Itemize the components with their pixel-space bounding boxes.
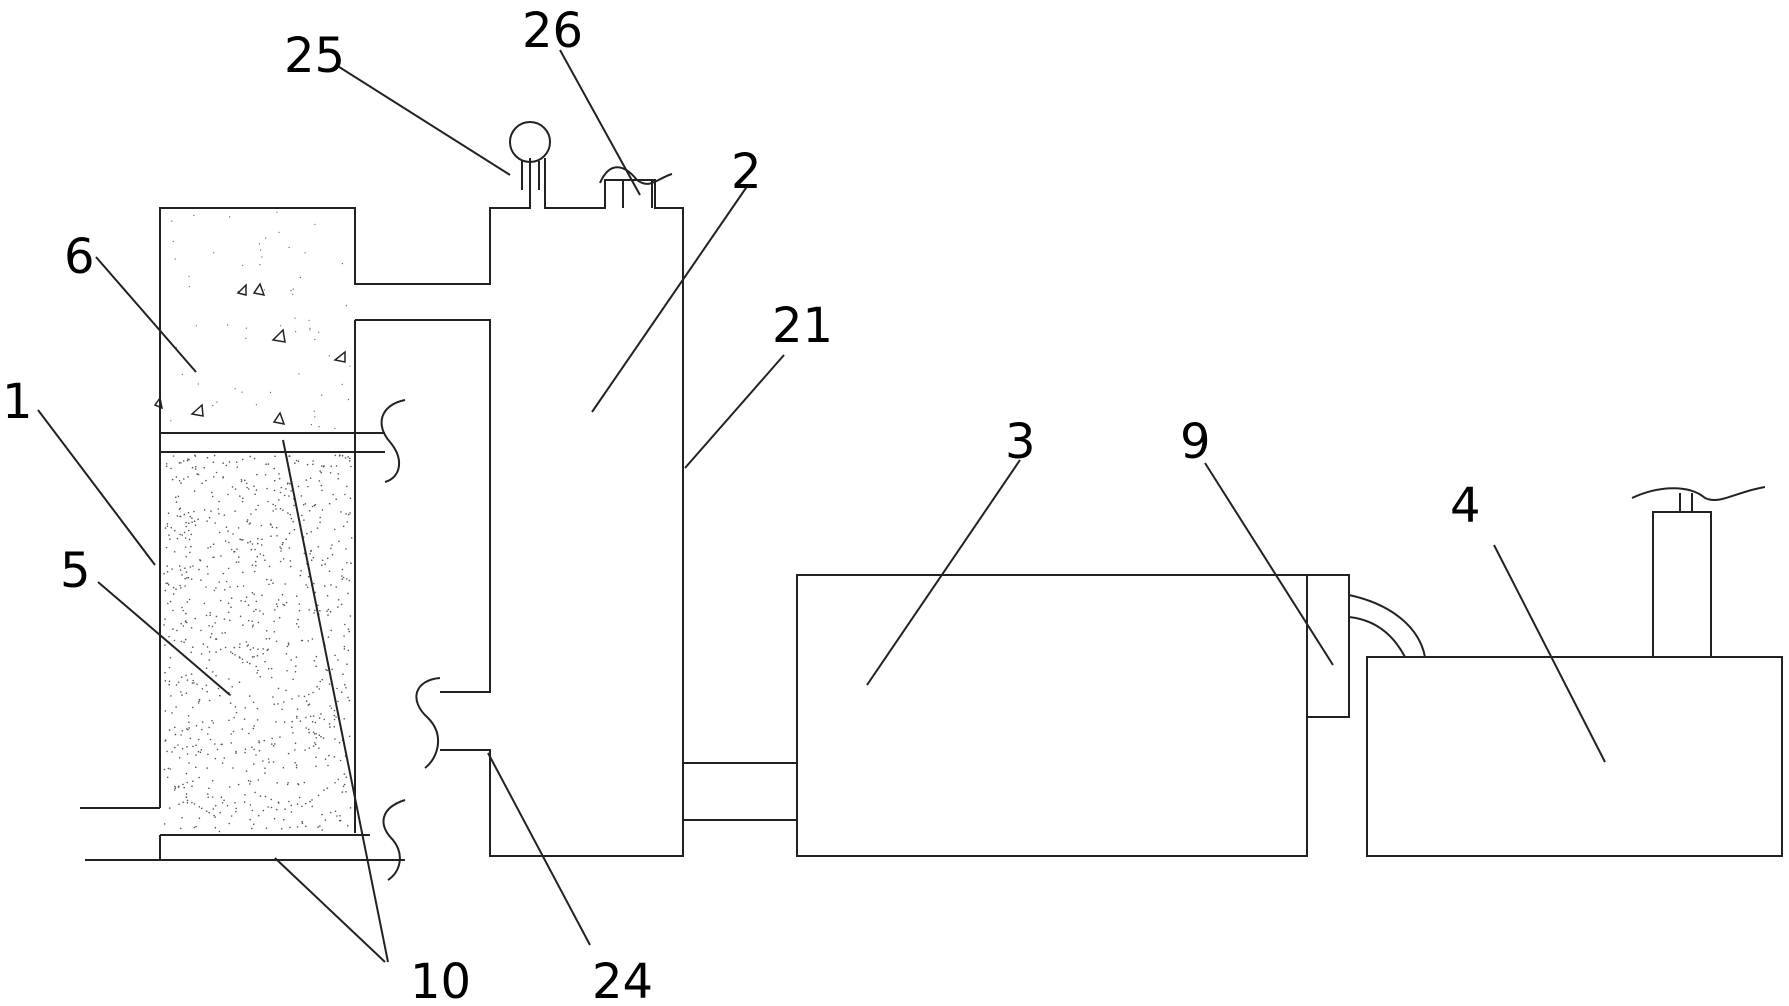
leader-lines	[37, 49, 1606, 963]
labels: 25 26 2 21 6 1 5 3 9 4 10 24	[2, 3, 1481, 1006]
label-10: 10	[410, 954, 471, 1006]
particles-6	[153, 282, 346, 425]
label-5: 5	[60, 543, 91, 599]
label-9: 9	[1180, 414, 1211, 470]
label-1: 1	[2, 374, 33, 430]
unit-3	[796, 574, 1308, 857]
column-1	[80, 158, 531, 861]
plate-10-upper	[160, 432, 385, 453]
label-2: 2	[731, 144, 762, 200]
granular-fill-5	[163, 211, 353, 833]
break-marks	[380, 399, 441, 881]
fitting-9	[1306, 574, 1426, 718]
label-3: 3	[1005, 414, 1036, 470]
label-4: 4	[1450, 478, 1481, 534]
vent-26	[599, 166, 673, 208]
connecting-pipe	[683, 762, 797, 821]
label-25: 25	[284, 28, 345, 84]
unit-4	[1366, 486, 1783, 857]
label-6: 6	[64, 229, 95, 285]
label-21: 21	[772, 298, 833, 354]
label-26: 26	[522, 3, 583, 59]
label-24: 24	[592, 954, 653, 1006]
gauge-25	[509, 121, 551, 190]
tank-2	[355, 158, 684, 857]
